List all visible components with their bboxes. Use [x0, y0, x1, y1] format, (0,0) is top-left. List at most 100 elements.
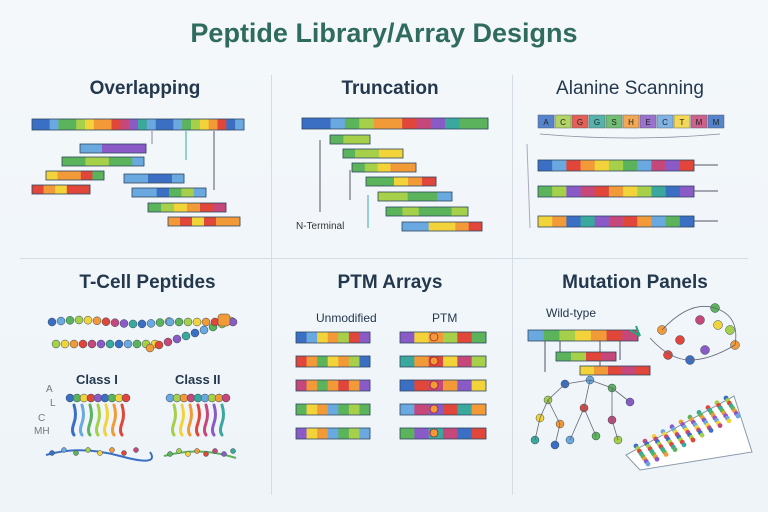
residue-bead: [109, 447, 115, 453]
ptm-peptide: [457, 428, 472, 439]
truncation-fragment: [422, 177, 437, 186]
residue-bead: [155, 318, 165, 327]
ptm-peptide: [400, 380, 415, 391]
ptm-mark: [429, 380, 439, 390]
peptide-bar: [377, 191, 453, 202]
ptm-peptide: [414, 428, 429, 439]
ptm-peptide: [471, 404, 487, 415]
grid-divider: [512, 75, 513, 495]
residue-bead: [221, 393, 231, 403]
truncation-fragment: [343, 149, 356, 158]
overlap-fragment: [213, 203, 227, 212]
overlap-fragment: [62, 157, 75, 166]
residue-bead: [675, 335, 685, 345]
overlap-fragment: [102, 144, 114, 153]
overlap-fragment: [108, 157, 121, 166]
ptm-peptide: [471, 332, 487, 343]
overlap-fragment: [160, 174, 173, 183]
mhc-helix: [211, 403, 217, 437]
truncation-full-peptide: [402, 118, 417, 129]
unmodified-peptide: [338, 404, 350, 415]
truncation-fragment: [352, 163, 366, 172]
truncation-fragment: [435, 207, 452, 216]
tcell-title: T-Cell Peptides: [79, 272, 216, 293]
ptm-peptide: [443, 356, 458, 367]
alanine-letter: G: [577, 118, 583, 127]
alanine-variant: [651, 216, 666, 227]
overlap-full-peptide: [67, 119, 77, 130]
truncation-fragment: [390, 163, 404, 172]
overlap-fragment: [57, 171, 70, 180]
residue-bead: [110, 318, 120, 327]
peptide-bar: [399, 331, 487, 344]
alanine-variant: [679, 216, 695, 227]
overlap-fragment: [193, 188, 207, 197]
overlap-full-peptide: [146, 119, 156, 130]
overlap-fragment: [168, 217, 181, 226]
unmodified-peptide: [306, 380, 318, 391]
alanine-letter: G: [594, 118, 600, 127]
ptm-peptide: [471, 428, 487, 439]
overlap-full-peptide: [182, 119, 192, 130]
overlap-fragment: [92, 171, 105, 180]
class-1-label: Class I: [76, 372, 118, 387]
residue-bead: [133, 447, 139, 453]
ptm-peptide: [443, 428, 458, 439]
overlap-full-peptide: [32, 119, 42, 130]
peptide-bar: [45, 170, 105, 181]
overlap-full-peptide: [85, 119, 95, 130]
unmodified-peptide: [317, 428, 329, 439]
ptm-peptide: [471, 356, 487, 367]
mhc-helix: [171, 403, 177, 437]
unmodified-peptide: [317, 332, 329, 343]
peptide-bar: [31, 118, 245, 131]
residue-bead: [203, 451, 209, 457]
residue-bead: [221, 451, 227, 457]
mutation-title: Mutation Panels: [562, 272, 708, 293]
mutant-peptide: [594, 366, 609, 375]
overlap-fragment: [148, 203, 162, 212]
truncation-fragment: [386, 207, 403, 216]
residue-bead: [190, 328, 200, 338]
mutant-peptide: [571, 352, 587, 361]
truncation-fragment: [366, 177, 381, 186]
mhc-helix: [203, 403, 209, 437]
residue-bead: [123, 339, 133, 349]
alanine-variant: [538, 216, 553, 227]
ptm-peptide: [457, 332, 472, 343]
unmodified-peptide: [348, 380, 360, 391]
peptide-bar: [401, 221, 483, 232]
mutant-peptide: [556, 352, 572, 361]
mhc-helix: [111, 403, 117, 437]
peptide-bar: [295, 355, 371, 368]
side-label: L: [50, 398, 56, 409]
alanine-variant: [580, 216, 596, 227]
unmodified-peptide: [306, 332, 318, 343]
alanine-variant: [623, 160, 638, 171]
mutant-peptide: [601, 352, 617, 361]
overlap-fragment: [144, 188, 157, 197]
wild-type-peptide: [606, 330, 623, 341]
alanine-variant: [594, 160, 610, 171]
peptide-bar: [579, 365, 651, 376]
overlap-full-peptide: [111, 119, 121, 130]
mhc-helix: [179, 403, 185, 437]
residue-bead: [96, 339, 106, 349]
peptide-bar: [385, 206, 469, 217]
unmodified-peptide: [338, 332, 350, 343]
ptm-title: PTM Arrays: [337, 272, 443, 293]
mhc-helix: [195, 403, 201, 437]
alanine-variant: [608, 160, 624, 171]
truncation-fragment: [428, 222, 443, 231]
residue-bead: [87, 339, 97, 349]
residue-bead: [121, 393, 131, 403]
overlapping-title: Overlapping: [89, 78, 201, 99]
truncation-fragment: [402, 222, 416, 231]
overlap-fragment: [91, 144, 103, 153]
alanine-letter: H: [628, 118, 634, 127]
mhc-helix: [187, 403, 193, 437]
ptm-peptide: [457, 380, 472, 391]
residue-bead: [163, 337, 173, 347]
grid-divider: [271, 75, 272, 495]
mhc-helix: [119, 403, 125, 437]
